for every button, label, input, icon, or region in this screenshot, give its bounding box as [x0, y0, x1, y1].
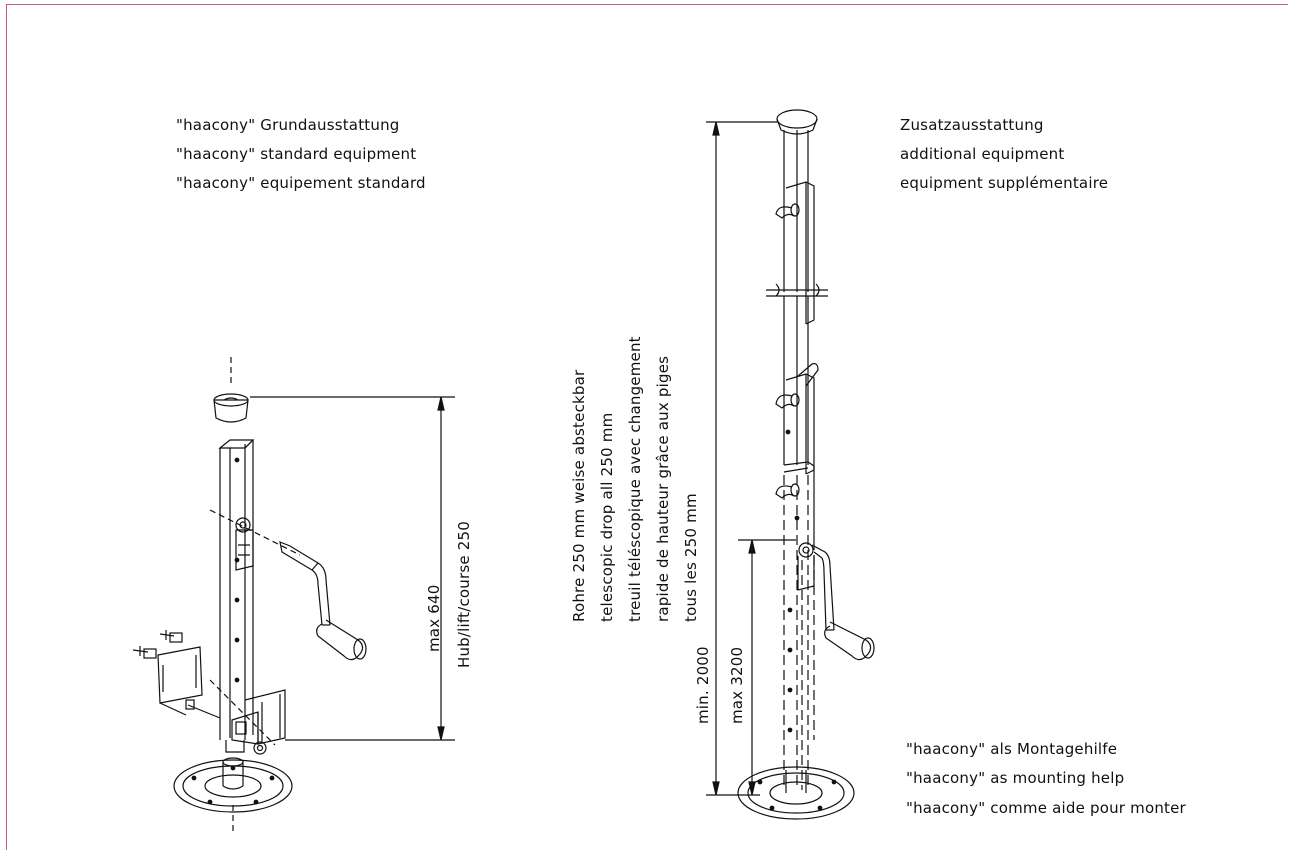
mounting-help-en: "haacony" as mounting help [906, 769, 1125, 787]
additional-equipment-fr: equipment supplémentaire [900, 174, 1109, 192]
standard-equipment-de: "haacony" Grundausstattung [176, 116, 400, 134]
standard-jack-drawing [132, 357, 455, 835]
additional-equipment-en: additional equipment [900, 145, 1065, 163]
standard-equipment-fr: "haacony" equipement standard [176, 174, 426, 192]
additional-equipment-de: Zusatzausstattung [900, 116, 1044, 134]
mounting-help-de: "haacony" als Montagehilfe [906, 740, 1118, 758]
standard-equipment-en: "haacony" standard equipment [176, 145, 417, 163]
telescopic-jack-drawing [706, 109, 875, 820]
drawing-frame [6, 4, 1288, 850]
mounting-help-fr: "haacony" comme aide pour monter [906, 799, 1186, 817]
